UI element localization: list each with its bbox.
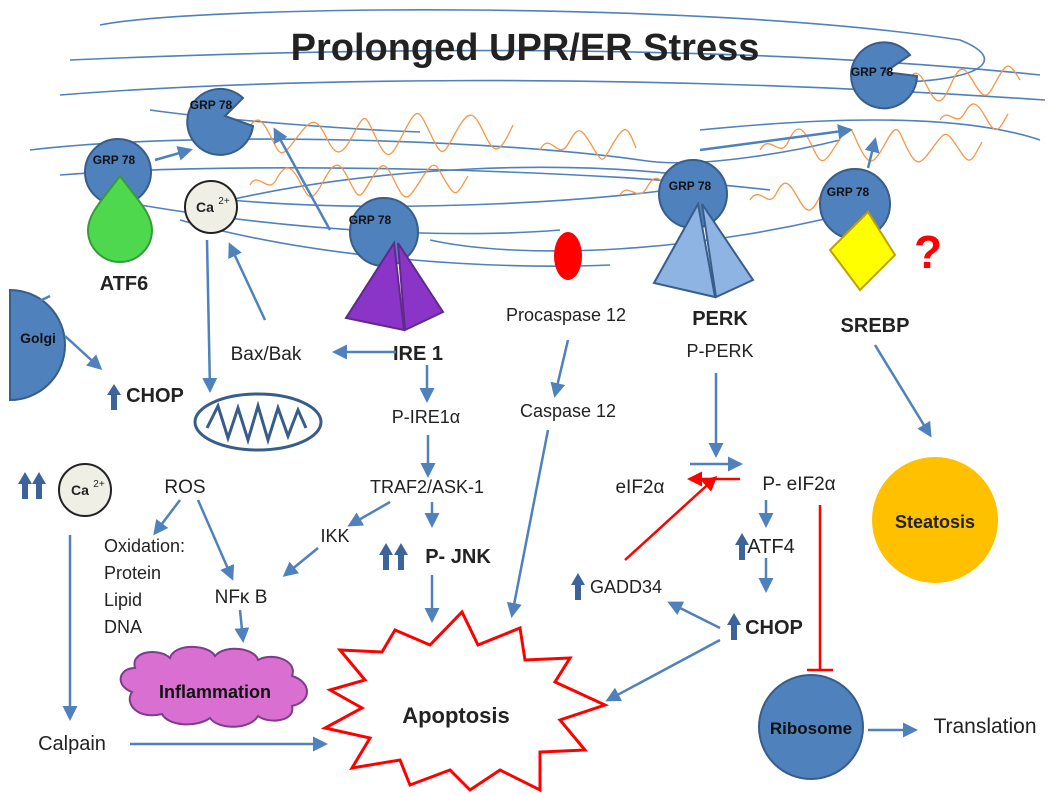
up-arrow-icon [107,384,121,410]
bax-bak-label: Bax/Bak [231,344,302,365]
er-membrane [29,9,1046,267]
ire1-triangles [344,240,445,332]
perk-triangles [652,201,755,299]
svg-text:GRP 78: GRP 78 [190,98,233,112]
grp78-top-left: GRP 78 [186,87,255,156]
apoptosis-burst: Apoptosis [320,609,610,793]
gadd34-label: GADD34 [590,577,662,597]
svg-text:Inflammation: Inflammation [159,682,271,702]
ros-label: ROS [164,477,205,498]
svg-text:Ca: Ca [196,199,214,215]
caspase12-label: Caspase 12 [520,401,616,421]
eif2a-label: eIF2α [615,477,664,498]
perk-label: PERK [692,308,748,330]
up-arrow-icon [571,573,585,600]
up-arrow-icon [727,613,741,640]
red-arrows [624,471,833,672]
svg-text:Apoptosis: Apoptosis [402,703,510,728]
svg-text:Golgi: Golgi [20,330,56,346]
grp78-ire1: GRP 78 [349,197,419,267]
translation-label: Translation [933,715,1036,738]
protein-label: Protein [104,563,161,583]
mitochondrion-icon [193,392,323,452]
oxidation-label: Oxidation: [104,536,185,556]
atf4-label: ATF4 [747,536,794,558]
calcium-circle-cytosol: Ca 2+ [58,463,112,517]
up-arrow-icon [379,543,393,570]
chop-atf6-label: CHOP [126,385,184,407]
svg-text:GRP 78: GRP 78 [851,65,894,79]
p-ire1a-label: P-IRE1α [392,407,460,427]
p-perk-label: P-PERK [686,341,753,361]
calpain-label: Calpain [38,733,106,755]
signaling-arrows [22,124,932,752]
atf6-drop [86,174,154,263]
traf2-ask1-label: TRAF2/ASK-1 [370,477,484,497]
steatosis-circle: Steatosis [872,457,998,583]
ribosome-circle: Ribosome [758,674,864,780]
diagram-title: Prolonged UPR/ER Stress [291,27,760,69]
svg-text:GRP 78: GRP 78 [93,153,136,167]
inflammation-cloud: Inflammation [119,645,308,728]
chop-perk-label: CHOP [745,617,803,639]
upregulation-arrows [18,384,749,640]
svg-text:GRP 78: GRP 78 [669,179,712,193]
svg-text:Ribosome: Ribosome [770,719,852,738]
up-arrow-icon [735,533,749,560]
procaspase12-label: Procaspase 12 [506,305,626,325]
up-arrow-icon [18,472,32,499]
ire1-label: IRE 1 [393,343,443,365]
nfkb-label: NFκ B [215,587,268,608]
calcium-circle-er: Ca 2+ [184,180,238,234]
svg-text:2+: 2+ [218,196,230,207]
svg-text:2+: 2+ [93,479,105,490]
svg-text:GRP 78: GRP 78 [827,185,870,199]
svg-text:Ca: Ca [71,482,89,498]
upr-pathway-labels: Bax/Bak ROS Oxidation: Protein Lipid DNA… [38,305,1036,755]
up-arrow-icon [32,472,46,499]
unknown-question-mark: ? [914,226,942,278]
srebp-diamond [828,210,897,292]
atf6-label: ATF6 [100,273,149,295]
srebp-label: SREBP [841,315,910,337]
svg-text:GRP 78: GRP 78 [349,213,392,227]
dna-label: DNA [104,617,142,637]
lipid-label: Lipid [104,590,142,610]
golgi: Golgi [9,288,66,402]
procaspase12-oval [554,232,582,280]
svg-text:Steatosis: Steatosis [895,512,975,532]
up-arrow-icon [394,543,408,570]
grp78-top-right: GRP 78 [850,41,919,110]
ikk-label: IKK [320,526,349,546]
p-jnk-label: P- JNK [425,546,491,568]
p-eif2a-label: P- eIF2α [762,474,835,495]
